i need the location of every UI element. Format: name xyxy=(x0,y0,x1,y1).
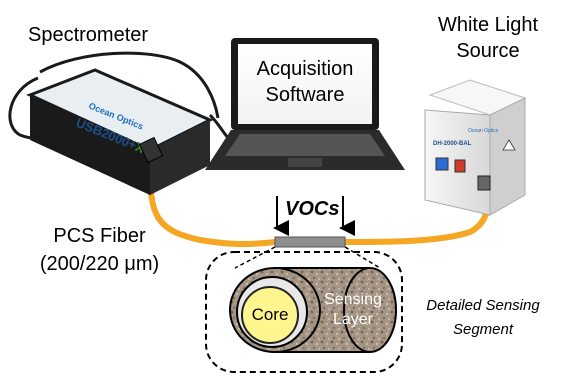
sensing-layer-label: Sensing Layer xyxy=(318,290,388,330)
laptop-keyboard xyxy=(225,134,385,156)
detail-connector-right xyxy=(344,246,381,269)
pcs-fiber-line1: PCS Fiber xyxy=(53,225,146,247)
acquisition-line1: Acquisition xyxy=(256,58,354,80)
spectrometer-label: Spectrometer xyxy=(28,24,149,46)
light-source-button-blue xyxy=(435,157,449,171)
fiber-cross-section xyxy=(229,267,397,353)
vocs-label: VOCs xyxy=(285,198,340,220)
light-source-device: DH-2000-BAL Ocean Optics xyxy=(424,79,527,216)
laptop-device xyxy=(205,38,405,170)
sensing-line1: Sensing xyxy=(324,291,382,308)
acquisition-software-label: Acquisition Software xyxy=(238,56,372,108)
pcs-fiber-line2: (200/220 μm) xyxy=(39,253,160,275)
core-circle xyxy=(241,286,299,344)
warning-triangle-icon xyxy=(502,139,516,151)
detail-box xyxy=(205,251,403,373)
detailed-sensing-segment-label: Detailed Sensing Segment xyxy=(408,294,558,342)
spectrometer-port xyxy=(138,136,164,164)
detail-connector-left xyxy=(234,246,276,269)
white-light-line2: Source xyxy=(456,40,520,62)
sensing-segment xyxy=(274,236,346,248)
acquisition-line2: Software xyxy=(265,84,345,106)
laptop-touchpad xyxy=(288,158,322,167)
detailed-line1: Detailed Sensing xyxy=(426,297,540,314)
detailed-line2: Segment xyxy=(452,321,514,338)
usb-cable-loop xyxy=(39,51,220,119)
light-source-brand-text: Ocean Optics xyxy=(468,128,499,134)
sensing-line2: Layer xyxy=(332,311,374,328)
light-source-port xyxy=(477,175,491,191)
white-light-line1: White Light xyxy=(437,14,539,36)
spectrometer-device: Ocean Optics USB2000+XR xyxy=(26,68,214,195)
laptop-screen xyxy=(238,44,372,124)
white-light-source-label: White Light Source xyxy=(418,12,558,64)
light-source-model-text: DH-2000-BAL xyxy=(433,141,472,147)
light-source-button-red xyxy=(454,159,466,173)
core-label: Core xyxy=(251,305,289,324)
pcs-fiber-label: PCS Fiber (200/220 μm) xyxy=(12,222,187,278)
